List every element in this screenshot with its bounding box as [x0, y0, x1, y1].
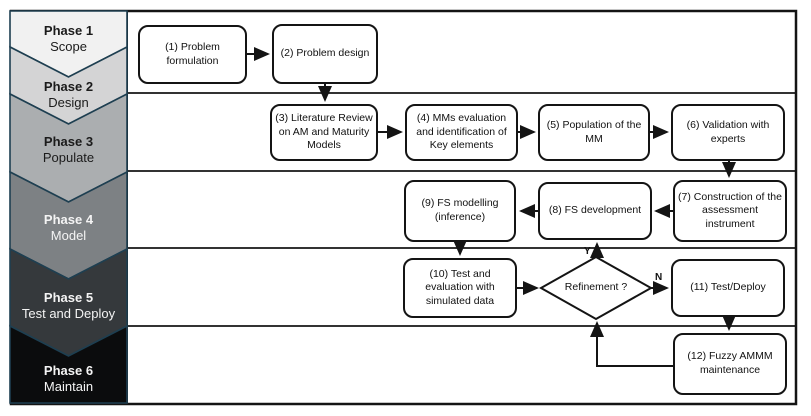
phase-1-subtitle: Scope — [50, 39, 87, 54]
step-2-problem-design: (2) Problem design — [272, 24, 378, 84]
phase-5-label: Phase 5 Test and Deploy — [10, 290, 127, 322]
phase-4-subtitle: Model — [50, 228, 87, 243]
phase-2-subtitle: Design — [48, 95, 89, 110]
phase-2-label: Phase 2 Design — [10, 79, 127, 111]
phase-6-label: Phase 6 Maintain — [10, 363, 127, 395]
phase-6-chevron — [9, 324, 128, 404]
phase-5-subtitle: Test and Deploy — [21, 306, 116, 321]
step-6-validation-experts: (6) Validation with experts — [671, 104, 785, 161]
phase-1-label: Phase 1 Scope — [10, 23, 127, 55]
step-7-assessment-instrument: (7) Construction of the assessment instr… — [673, 180, 787, 242]
phase-6-subtitle: Maintain — [43, 379, 94, 394]
step-10-test-simulated-data: (10) Test and evaluation with simulated … — [403, 258, 517, 318]
phase-3-label: Phase 3 Populate — [10, 134, 127, 166]
decision-diamond — [538, 255, 654, 321]
step-8-fs-development: (8) FS development — [538, 182, 652, 240]
phase-2-title: Phase 2 — [43, 79, 94, 94]
step-11-test-deploy: (11) Test/Deploy — [671, 259, 785, 317]
phase-5-title: Phase 5 — [43, 290, 94, 305]
step-12-fuzzy-ammm-maintenance: (12) Fuzzy AMMM maintenance — [673, 333, 787, 395]
phase-4-title: Phase 4 — [43, 212, 94, 227]
decision-no-label: N — [655, 272, 663, 283]
step-4-mms-evaluation: (4) MMs evaluation and identification of… — [405, 104, 518, 161]
step-3-literature-review: (3) Literature Review on AM and Maturity… — [270, 104, 378, 161]
phase-1-title: Phase 1 — [43, 23, 94, 38]
step-1-problem-formulation: (1) Problem formulation — [138, 25, 247, 84]
phase-4-label: Phase 4 Model — [10, 212, 127, 244]
phase-3-title: Phase 3 — [43, 134, 94, 149]
phase-6-title: Phase 6 — [43, 363, 94, 378]
step-5-population-of-mm: (5) Population of the MM — [538, 104, 650, 161]
arrow-step12-to-decision-feedback — [590, 321, 675, 367]
step-9-fs-modelling: (9) FS modelling (inference) — [404, 180, 516, 242]
decision-refinement-label: Refinement ? — [564, 281, 628, 294]
phase-3-subtitle: Populate — [42, 150, 95, 165]
decision-yes-label: Y — [584, 246, 591, 257]
